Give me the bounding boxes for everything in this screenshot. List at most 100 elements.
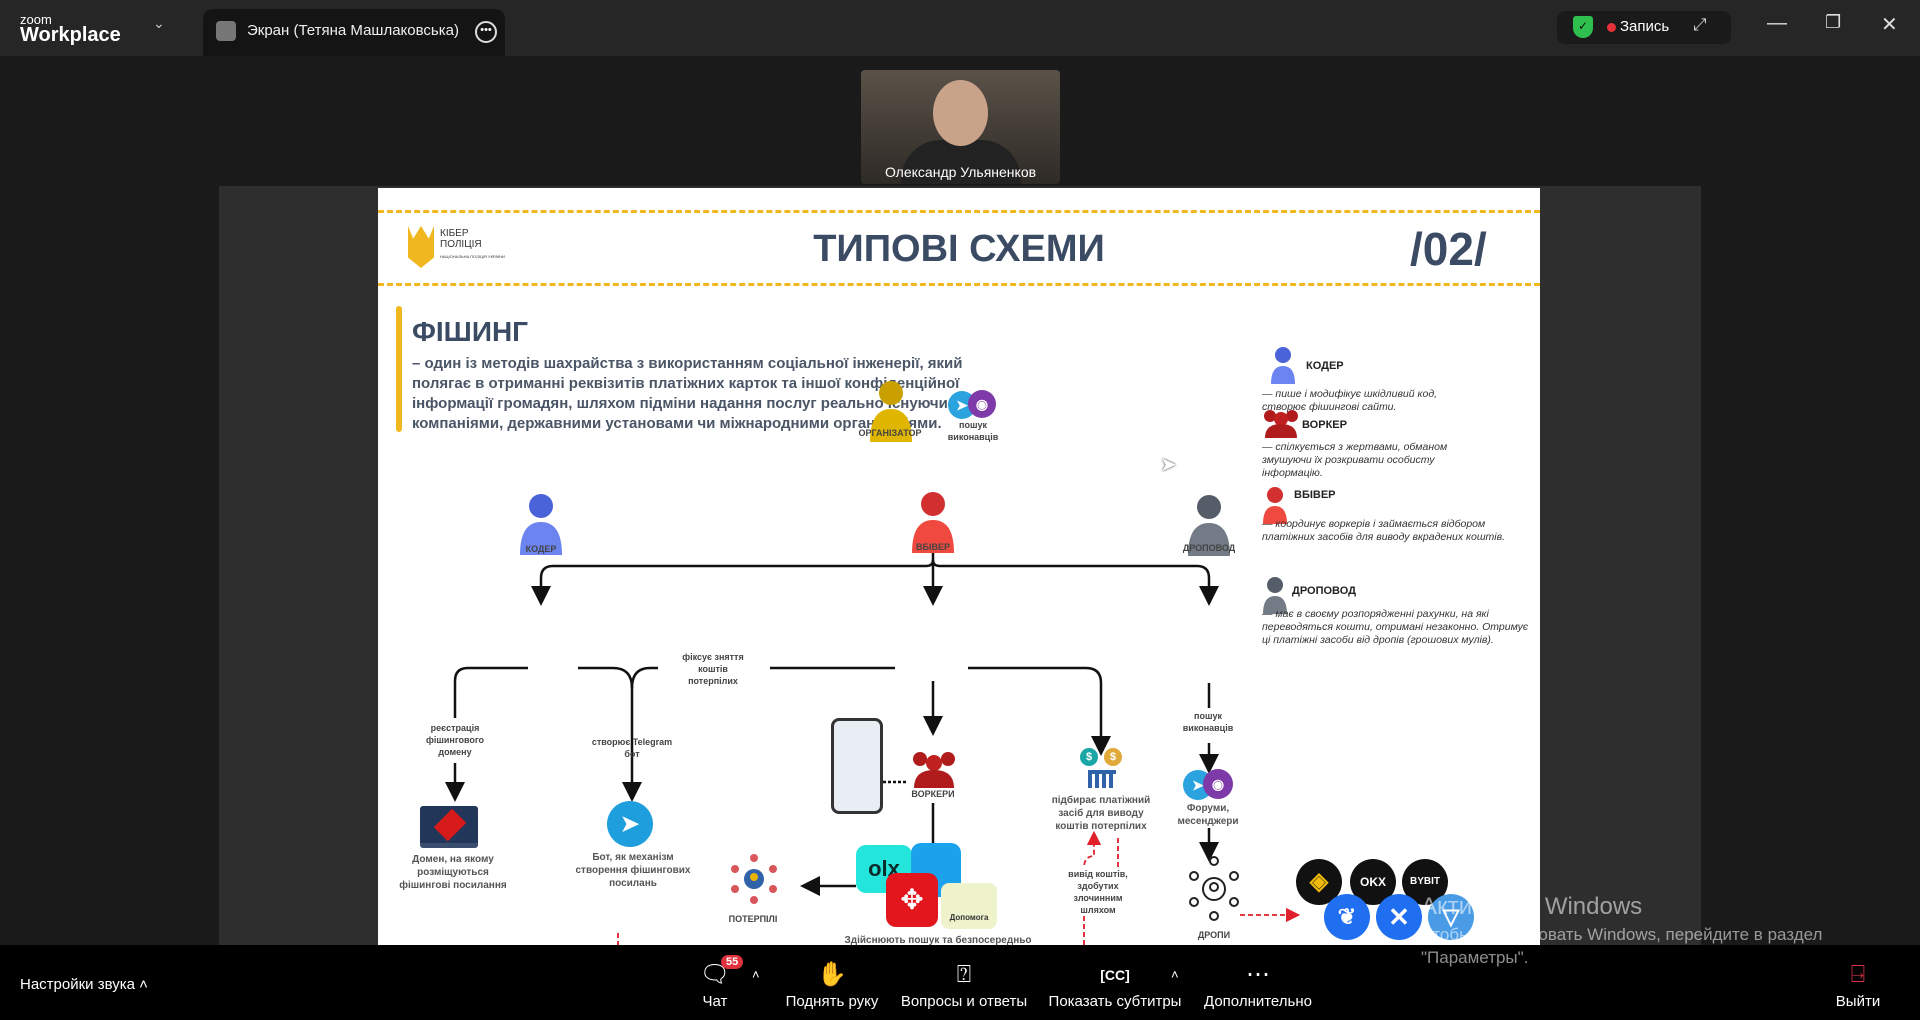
more-label: Дополнительно: [1204, 993, 1312, 1010]
logo-line: КІБЕР: [440, 228, 469, 239]
legend-title: КОДЕР: [1306, 360, 1344, 372]
divider: [378, 210, 1540, 213]
leave-button[interactable]: ⍈ Выйти: [1830, 957, 1886, 1010]
legend-desc: — спілкується з жертвами, обманом змушую…: [1262, 441, 1448, 479]
legend-title: ДРОПОВОД: [1292, 585, 1356, 597]
cc-icon: [CC]: [1100, 967, 1130, 983]
apps-cluster: olx ✥ Допомога: [856, 843, 1021, 935]
telegram-icon: ➤: [607, 801, 653, 847]
section-title: ФІШИНГ: [412, 316, 529, 347]
qa-label: Вопросы и ответы: [900, 993, 1028, 1010]
qa-button[interactable]: ⍰ Вопросы и ответы: [897, 957, 1031, 1010]
tab-title: Экран (Тетяна Машлаковська): [247, 22, 459, 39]
legend-desc: — координує воркерів і займається відбор…: [1262, 518, 1506, 543]
phone-chat-screenshot: [831, 718, 883, 814]
label-line: фішингового: [425, 735, 484, 745]
organizer-label: ОРГАНІЗАТОР: [858, 428, 922, 438]
more-options-icon[interactable]: •••: [475, 21, 497, 43]
dollar-icon: $: [1104, 748, 1122, 766]
close-icon[interactable]: ✕: [1881, 14, 1898, 36]
description-line: – один із методів шахрайства з використа…: [412, 355, 963, 372]
label-line: пошук: [1194, 711, 1222, 721]
bank-payment-icon: $ $: [1078, 748, 1126, 788]
creates-bot-label: створює Telegram бот: [577, 736, 687, 760]
title-bar: zoom Workplace ⌄ Экран (Тетяна Машлаковс…: [0, 0, 1920, 56]
label-line: Форуми,: [1186, 803, 1230, 814]
meeting-toolbar: Настройки звука ˄ 🗨 55 Чат ˄ ✋Поднять ру…: [0, 945, 1920, 1020]
label-line: виконавців: [1182, 723, 1234, 733]
caption-line: Домен, на якому: [412, 854, 494, 865]
divider: [378, 283, 1540, 286]
caption-line: розміщуються: [417, 867, 489, 878]
logo-line: ПОЛІЦІЯ: [440, 239, 482, 250]
legend-desc: — має в своєму розпорядженні рахунки, на…: [1262, 608, 1529, 646]
dropper-person-icon: [1188, 495, 1230, 556]
olx-app-icon: olx: [856, 845, 912, 893]
coder-person-icon: [520, 494, 562, 555]
caption-line: створення фішингових: [575, 865, 691, 876]
description-line: інформації громадян, шляхом підміни нада…: [412, 395, 969, 412]
coder-label: КОДЕР: [525, 544, 557, 554]
video-figure-face: [933, 80, 988, 146]
chat-options-chevron-icon[interactable]: ˄: [752, 967, 760, 982]
minimize-icon[interactable]: —: [1767, 12, 1787, 34]
carder-person-icon: [1263, 487, 1287, 524]
caption-line: фішингові посилання: [399, 880, 507, 891]
label-line: домену: [438, 747, 472, 757]
label-line: вивід коштів,: [1068, 869, 1128, 879]
forums-label: Форуми, месенджери: [1158, 802, 1258, 828]
restore-icon[interactable]: ❐: [1825, 12, 1842, 32]
mouse-cursor-icon: ➤: [1160, 454, 1177, 476]
victims-network-icon: [731, 854, 777, 904]
record-label[interactable]: Запись: [1620, 18, 1670, 35]
caption-line: підбирає платіжний: [1051, 795, 1151, 806]
legend-title: ВБІВЕР: [1294, 489, 1336, 501]
label-line: створює Telegram: [591, 737, 673, 747]
chevron-down-icon[interactable]: ⌄: [153, 15, 165, 31]
zoom-logo-small: zoom: [20, 12, 52, 27]
question-icon: ⍰: [956, 961, 972, 988]
chat-badge: 55: [721, 955, 744, 969]
raise-hand-label: Поднять руку: [785, 993, 879, 1010]
leave-label: Выйти: [1835, 993, 1881, 1010]
description-line: компаніями, державними установами чи між…: [412, 415, 942, 432]
caption-line: коштів потерпілих: [1055, 821, 1147, 832]
raise-hand-button[interactable]: ✋Поднять руку: [780, 957, 884, 1010]
audio-settings-button[interactable]: Настройки звука ˄: [20, 976, 148, 993]
label-line: потерпілих: [688, 676, 738, 686]
captions-options-chevron-icon[interactable]: ˄: [1171, 967, 1179, 982]
drops-network-icon: [1189, 856, 1239, 921]
slide-title: ТИПОВІ СХЕМИ: [813, 228, 1105, 270]
captions-button[interactable]: [CC]Показать субтитры: [1046, 957, 1184, 1010]
workers-group-icon: [1264, 410, 1298, 438]
exit-door-icon: ⍈: [1850, 961, 1866, 988]
nova-poshta-icon: ✥: [886, 873, 938, 927]
chat-button[interactable]: 🗨 55 Чат: [685, 955, 745, 1010]
participant-name: Олександр Ульяненков: [884, 164, 1037, 180]
tor-icon: ◉: [968, 390, 996, 418]
label-line: месенджери: [1177, 816, 1239, 827]
domain-caption: Домен, на якому розміщуються фішингові пос…: [378, 853, 528, 892]
shield-check-icon[interactable]: ✓: [1573, 16, 1593, 38]
avatar: [216, 21, 236, 41]
share-tab[interactable]: Экран (Тетяна Машлаковська) •••: [203, 9, 505, 56]
chat-label: Чат: [702, 993, 728, 1010]
label-line: бот: [624, 749, 640, 759]
x-exchange-icon: ✕: [1376, 894, 1422, 940]
participant-video[interactable]: Олександр Ульяненков: [861, 70, 1060, 184]
zoom-logo: Workplace: [20, 24, 121, 46]
section-description: – один із методів шахрайства з використа…: [412, 354, 968, 434]
laptop-phishing-icon: [420, 806, 478, 848]
dropper-search-label: пошук виконавців: [1163, 710, 1253, 734]
expand-icon[interactable]: ⤢: [1693, 15, 1707, 34]
more-button[interactable]: ⋯Дополнительно: [1199, 957, 1317, 1010]
caption-line: Бот, як механізм: [592, 852, 674, 863]
label-line: фіксує зняття: [682, 652, 744, 662]
dropper-person-icon: [1263, 577, 1287, 614]
dropper-label: ДРОПОВОД: [1182, 543, 1236, 553]
drops-label: ДРОПИ: [1197, 930, 1231, 940]
